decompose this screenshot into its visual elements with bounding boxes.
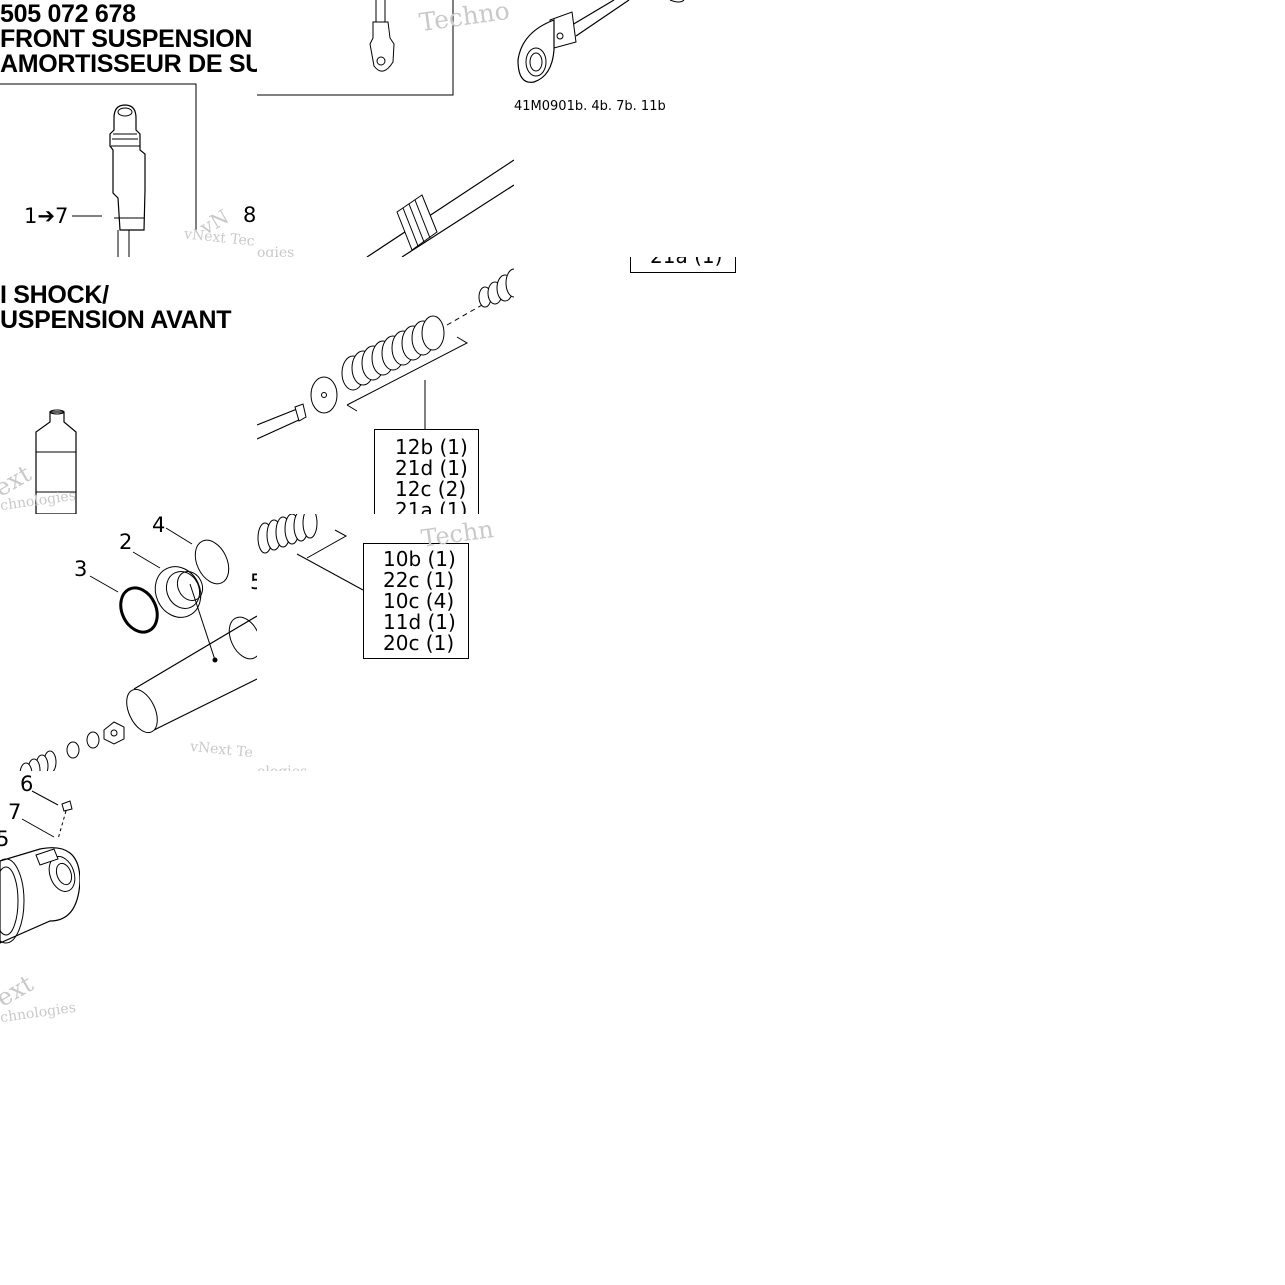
title-english: FRONT SUSPENSION <box>0 25 253 53</box>
reservoir-drawing <box>19 527 257 771</box>
callout-3: 3 <box>74 557 88 581</box>
partial-parts-box: 21a (1) <box>630 257 736 275</box>
watermark-text: ogies <box>257 245 295 257</box>
parts-list-b-item: 22c (1) <box>383 568 455 592</box>
partial-box-frame <box>630 257 736 273</box>
watermark-text: ologies <box>257 764 307 771</box>
tile-reservoir: 2 3 4 5 vNext Te <box>0 514 257 771</box>
partial-label: 21a (1) <box>650 257 722 267</box>
parts-list-b-item: 20c (1) <box>383 631 455 655</box>
callout-7: 7 <box>8 800 22 824</box>
callout-8: 8 <box>243 203 257 227</box>
parts-list-a-item: 12b (1) <box>395 435 468 459</box>
tile-lower-eyelet: 6 7 5 ext chnologies <box>0 771 80 1028</box>
title-continued-french: USPENSION AVANT <box>0 306 232 334</box>
oil-bottle-drawing <box>35 409 77 514</box>
parts-list-a-item: 21d (1) <box>395 456 468 480</box>
parts-list-a-item: 12c (2) <box>395 477 467 501</box>
drawing-reference-code: 41M0901b. 4b. 7b. 11b <box>514 99 666 114</box>
parts-list-b-item: 10c (4) <box>383 589 455 613</box>
spring-list-drawing <box>257 514 469 659</box>
tile-spring-b: 10b (1) 22c (1) 10c (4) 11d (1) 20c (1) … <box>257 514 514 771</box>
spring-assembly-drawing <box>257 268 514 514</box>
parts-list-b-item: 10b (1) <box>383 547 456 571</box>
callout-4: 4 <box>152 514 166 537</box>
tile-spring-a: 12b (1) 21d (1) 12c (2) 21a (1) <box>257 257 514 514</box>
callout-2: 2 <box>119 530 133 554</box>
tile-title-cont: I SHOCK/ USPENSION AVANT ext chnologies <box>0 257 257 514</box>
tile-rod-end: Techno ogies <box>257 0 514 257</box>
lower-eyelet-drawing <box>0 790 80 944</box>
tile-clevis: 41M0901b. 4b. 7b. 11b <box>514 0 771 257</box>
callout-range: 1➔7 <box>24 204 69 228</box>
clevis-drawing <box>517 0 685 83</box>
rod-end-drawing <box>257 0 514 257</box>
parts-list-a-item: 21a (1) <box>395 498 468 515</box>
parts-list-b-item: 11d (1) <box>383 610 456 634</box>
callout-5-lower: 5 <box>0 827 10 851</box>
part-number: 505 072 678 <box>0 0 136 28</box>
shock-overview-drawing <box>0 83 197 257</box>
title-continued-english: I SHOCK/ <box>0 281 109 309</box>
title-french: AMORTISSEUR DE SU <box>0 50 257 78</box>
callout-5: 5 <box>250 570 257 594</box>
tile-title-shock: 505 072 678 FRONT SUSPENSION AMORTISSEUR… <box>0 0 257 257</box>
callout-6: 6 <box>20 772 34 796</box>
